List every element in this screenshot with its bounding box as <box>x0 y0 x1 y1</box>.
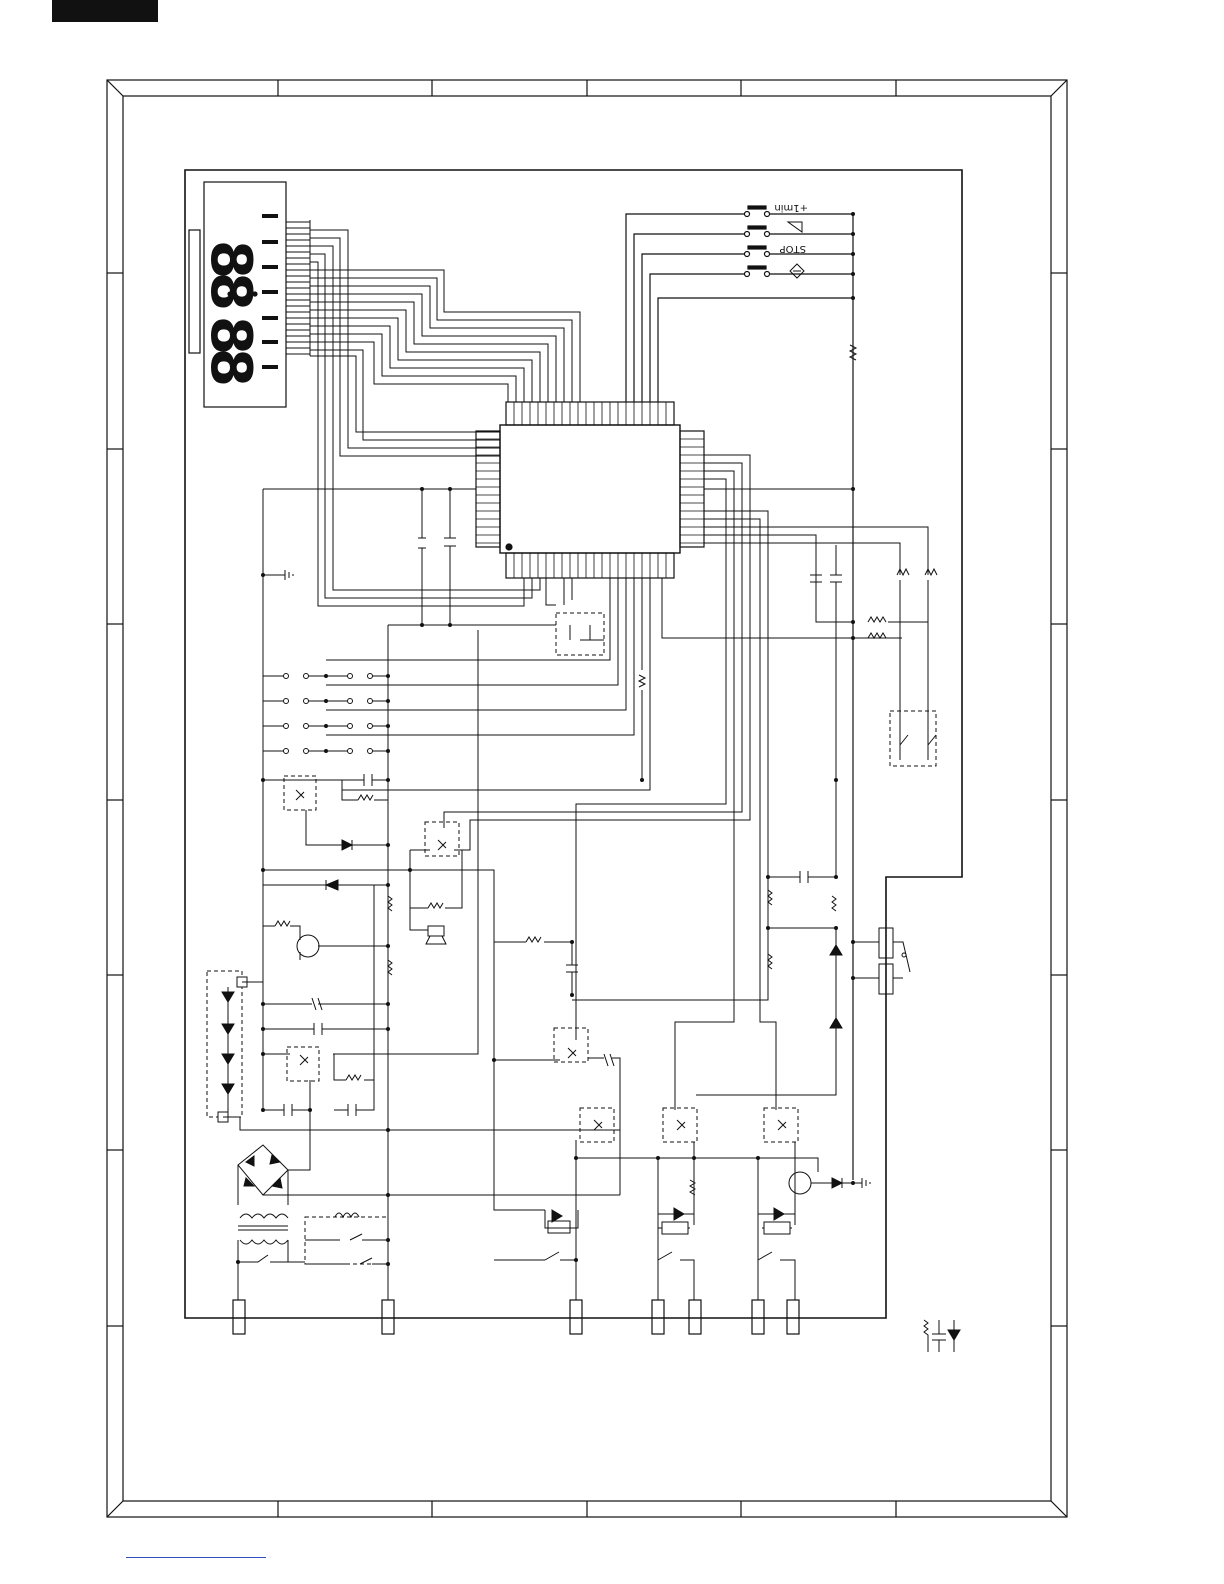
buzzer-driver <box>263 822 578 995</box>
door-switch-block <box>853 928 910 994</box>
key-labels: +1min STOP <box>774 202 808 278</box>
start-triangle-icon <box>788 222 802 232</box>
display-digits: 8 8 8 8 <box>198 240 263 387</box>
start-diamond-icon <box>790 264 804 278</box>
display-bus <box>310 230 580 606</box>
display-digit-2: 8 <box>198 272 263 311</box>
key-label-stop: STOP <box>780 243 806 254</box>
power-supply <box>238 630 620 1300</box>
display-digit-4: 8 <box>198 348 263 387</box>
microcontroller <box>476 402 704 578</box>
ground-legend <box>924 1320 960 1352</box>
key-label-plus-1min: +1min <box>774 202 808 213</box>
connectors <box>233 1300 799 1334</box>
led-string <box>207 971 263 1130</box>
footer-link-underline <box>126 1557 266 1558</box>
relay-drivers <box>494 871 870 1300</box>
key-switch-array <box>626 206 856 1180</box>
junctions <box>236 212 855 1266</box>
